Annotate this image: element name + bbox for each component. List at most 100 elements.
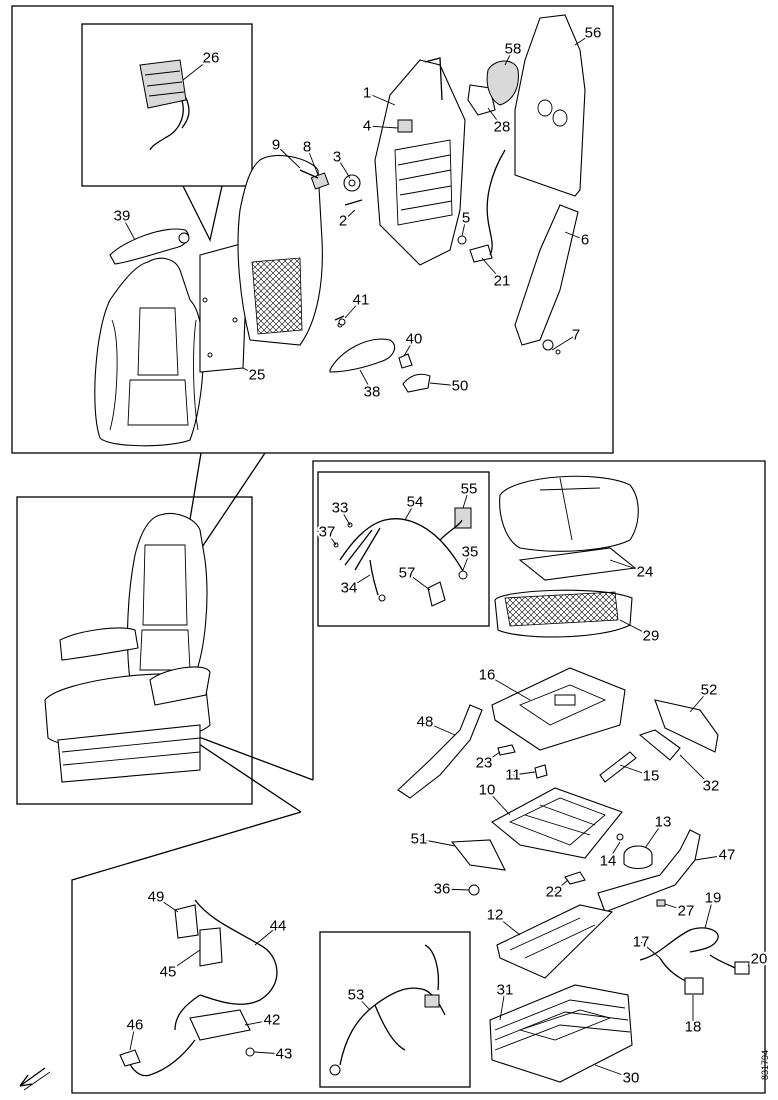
parts-17-20-harness	[639, 927, 750, 995]
leader-line-39	[121, 215, 136, 241]
callout-35: 35	[462, 544, 479, 561]
leader-line-30	[594, 1064, 632, 1079]
leader-line-34	[348, 574, 371, 589]
callout-54: 54	[407, 494, 424, 511]
leader-line-11	[512, 771, 536, 776]
callout-20: 20	[751, 951, 768, 968]
leader-line-27	[664, 903, 687, 912]
callout-9: 9	[272, 137, 280, 154]
inset-panel-53	[319, 931, 471, 1088]
leader-line-38	[359, 369, 373, 393]
callout-26: 26	[203, 50, 220, 67]
leader-line-5	[461, 217, 467, 237]
callout-11: 11	[505, 767, 521, 784]
backrest-cushion	[94, 257, 204, 447]
part-10-mechanism	[491, 787, 623, 859]
leader-line-17	[640, 941, 661, 959]
callout-37: 37	[319, 524, 336, 541]
leader-line-52	[689, 689, 710, 713]
callout-18: 18	[685, 1019, 702, 1036]
parts-42-49-levers	[119, 899, 278, 1077]
leader-line-25	[242, 367, 258, 376]
leader-line-12	[494, 914, 521, 936]
part-28	[467, 84, 506, 256]
leader-line-50	[429, 382, 461, 387]
part-58	[486, 60, 519, 106]
callout-53: 53	[348, 987, 365, 1004]
leader-line-10	[486, 789, 511, 816]
part-30-base	[489, 984, 633, 1083]
leader-line-22	[553, 879, 569, 893]
leader-line-54	[404, 501, 416, 521]
part-12-rail	[496, 904, 614, 979]
leader-line-14	[607, 841, 621, 862]
callout-32: 32	[703, 778, 720, 795]
part-1-frame	[374, 57, 466, 266]
direction-arrow-icon	[19, 1067, 51, 1091]
cushion-panel-frame	[71, 460, 766, 1094]
parts-13-14	[616, 833, 653, 870]
callout-28: 28	[494, 119, 511, 136]
leader-line-46	[129, 1024, 136, 1051]
part-16-seat-pan	[491, 667, 626, 751]
callout-41: 41	[353, 292, 370, 309]
callout-15: 15	[643, 768, 660, 785]
callout-21: 21	[494, 273, 511, 290]
callout-45: 45	[160, 964, 177, 981]
leader-line-53	[355, 994, 371, 1011]
leader-line-29	[619, 619, 652, 637]
backrest-panel-frame	[11, 5, 614, 454]
part-6-bracket	[514, 204, 579, 355]
callout-10: 10	[479, 782, 496, 799]
part-39-armrest	[109, 228, 190, 265]
callout-48: 48	[417, 714, 434, 731]
leader-line-37	[326, 531, 337, 546]
callout-30: 30	[623, 1070, 640, 1087]
leader-line-24	[609, 559, 646, 573]
leader-line-7	[551, 334, 577, 351]
callout-29: 29	[643, 628, 660, 645]
leader-line-56	[574, 32, 594, 46]
leader-line-57	[406, 572, 431, 591]
leader-line-31	[499, 989, 506, 1021]
callout-33: 33	[332, 500, 349, 517]
leader-line-35	[462, 551, 471, 571]
callout-24: 24	[637, 564, 654, 581]
leader-line-3	[336, 156, 351, 179]
leader-line-9	[275, 144, 301, 169]
backrest-cover	[237, 154, 323, 346]
callout-55: 55	[461, 481, 478, 498]
callout-38: 38	[364, 384, 381, 401]
callout-12: 12	[487, 907, 504, 924]
callout-4: 4	[363, 118, 371, 135]
leader-line-21	[481, 257, 503, 282]
leader-line-1	[366, 92, 396, 106]
leader-line-15	[619, 764, 652, 777]
leader-line-49	[155, 896, 179, 913]
callout-17: 17	[633, 934, 650, 951]
seat-overview-frame	[16, 496, 253, 805]
leader-line-13	[644, 821, 664, 849]
callout-6: 6	[581, 232, 589, 249]
callout-8: 8	[303, 139, 311, 156]
callout-19: 19	[705, 890, 722, 907]
callout-14: 14	[600, 853, 617, 870]
callout-47: 47	[719, 847, 736, 864]
callout-57: 57	[399, 565, 416, 582]
part-54-harness	[333, 507, 472, 607]
parts-38-41-40-50	[329, 318, 431, 393]
leader-line-48	[424, 721, 456, 736]
callout-5: 5	[462, 210, 470, 227]
leader-line-16	[486, 674, 531, 701]
leader-line-41	[344, 299, 362, 319]
drawing-code: 831794	[760, 1050, 770, 1080]
callout-46: 46	[127, 1017, 144, 1034]
callout-labels: 1234567891011121314151617181920212223242…	[112, 23, 770, 1089]
leader-line-20	[747, 958, 760, 967]
leader-line-43	[253, 1051, 285, 1055]
part-47-bracket	[597, 829, 701, 913]
callout-23: 23	[476, 755, 493, 772]
leader-line-58	[504, 48, 514, 66]
leader-line-32	[679, 754, 712, 787]
